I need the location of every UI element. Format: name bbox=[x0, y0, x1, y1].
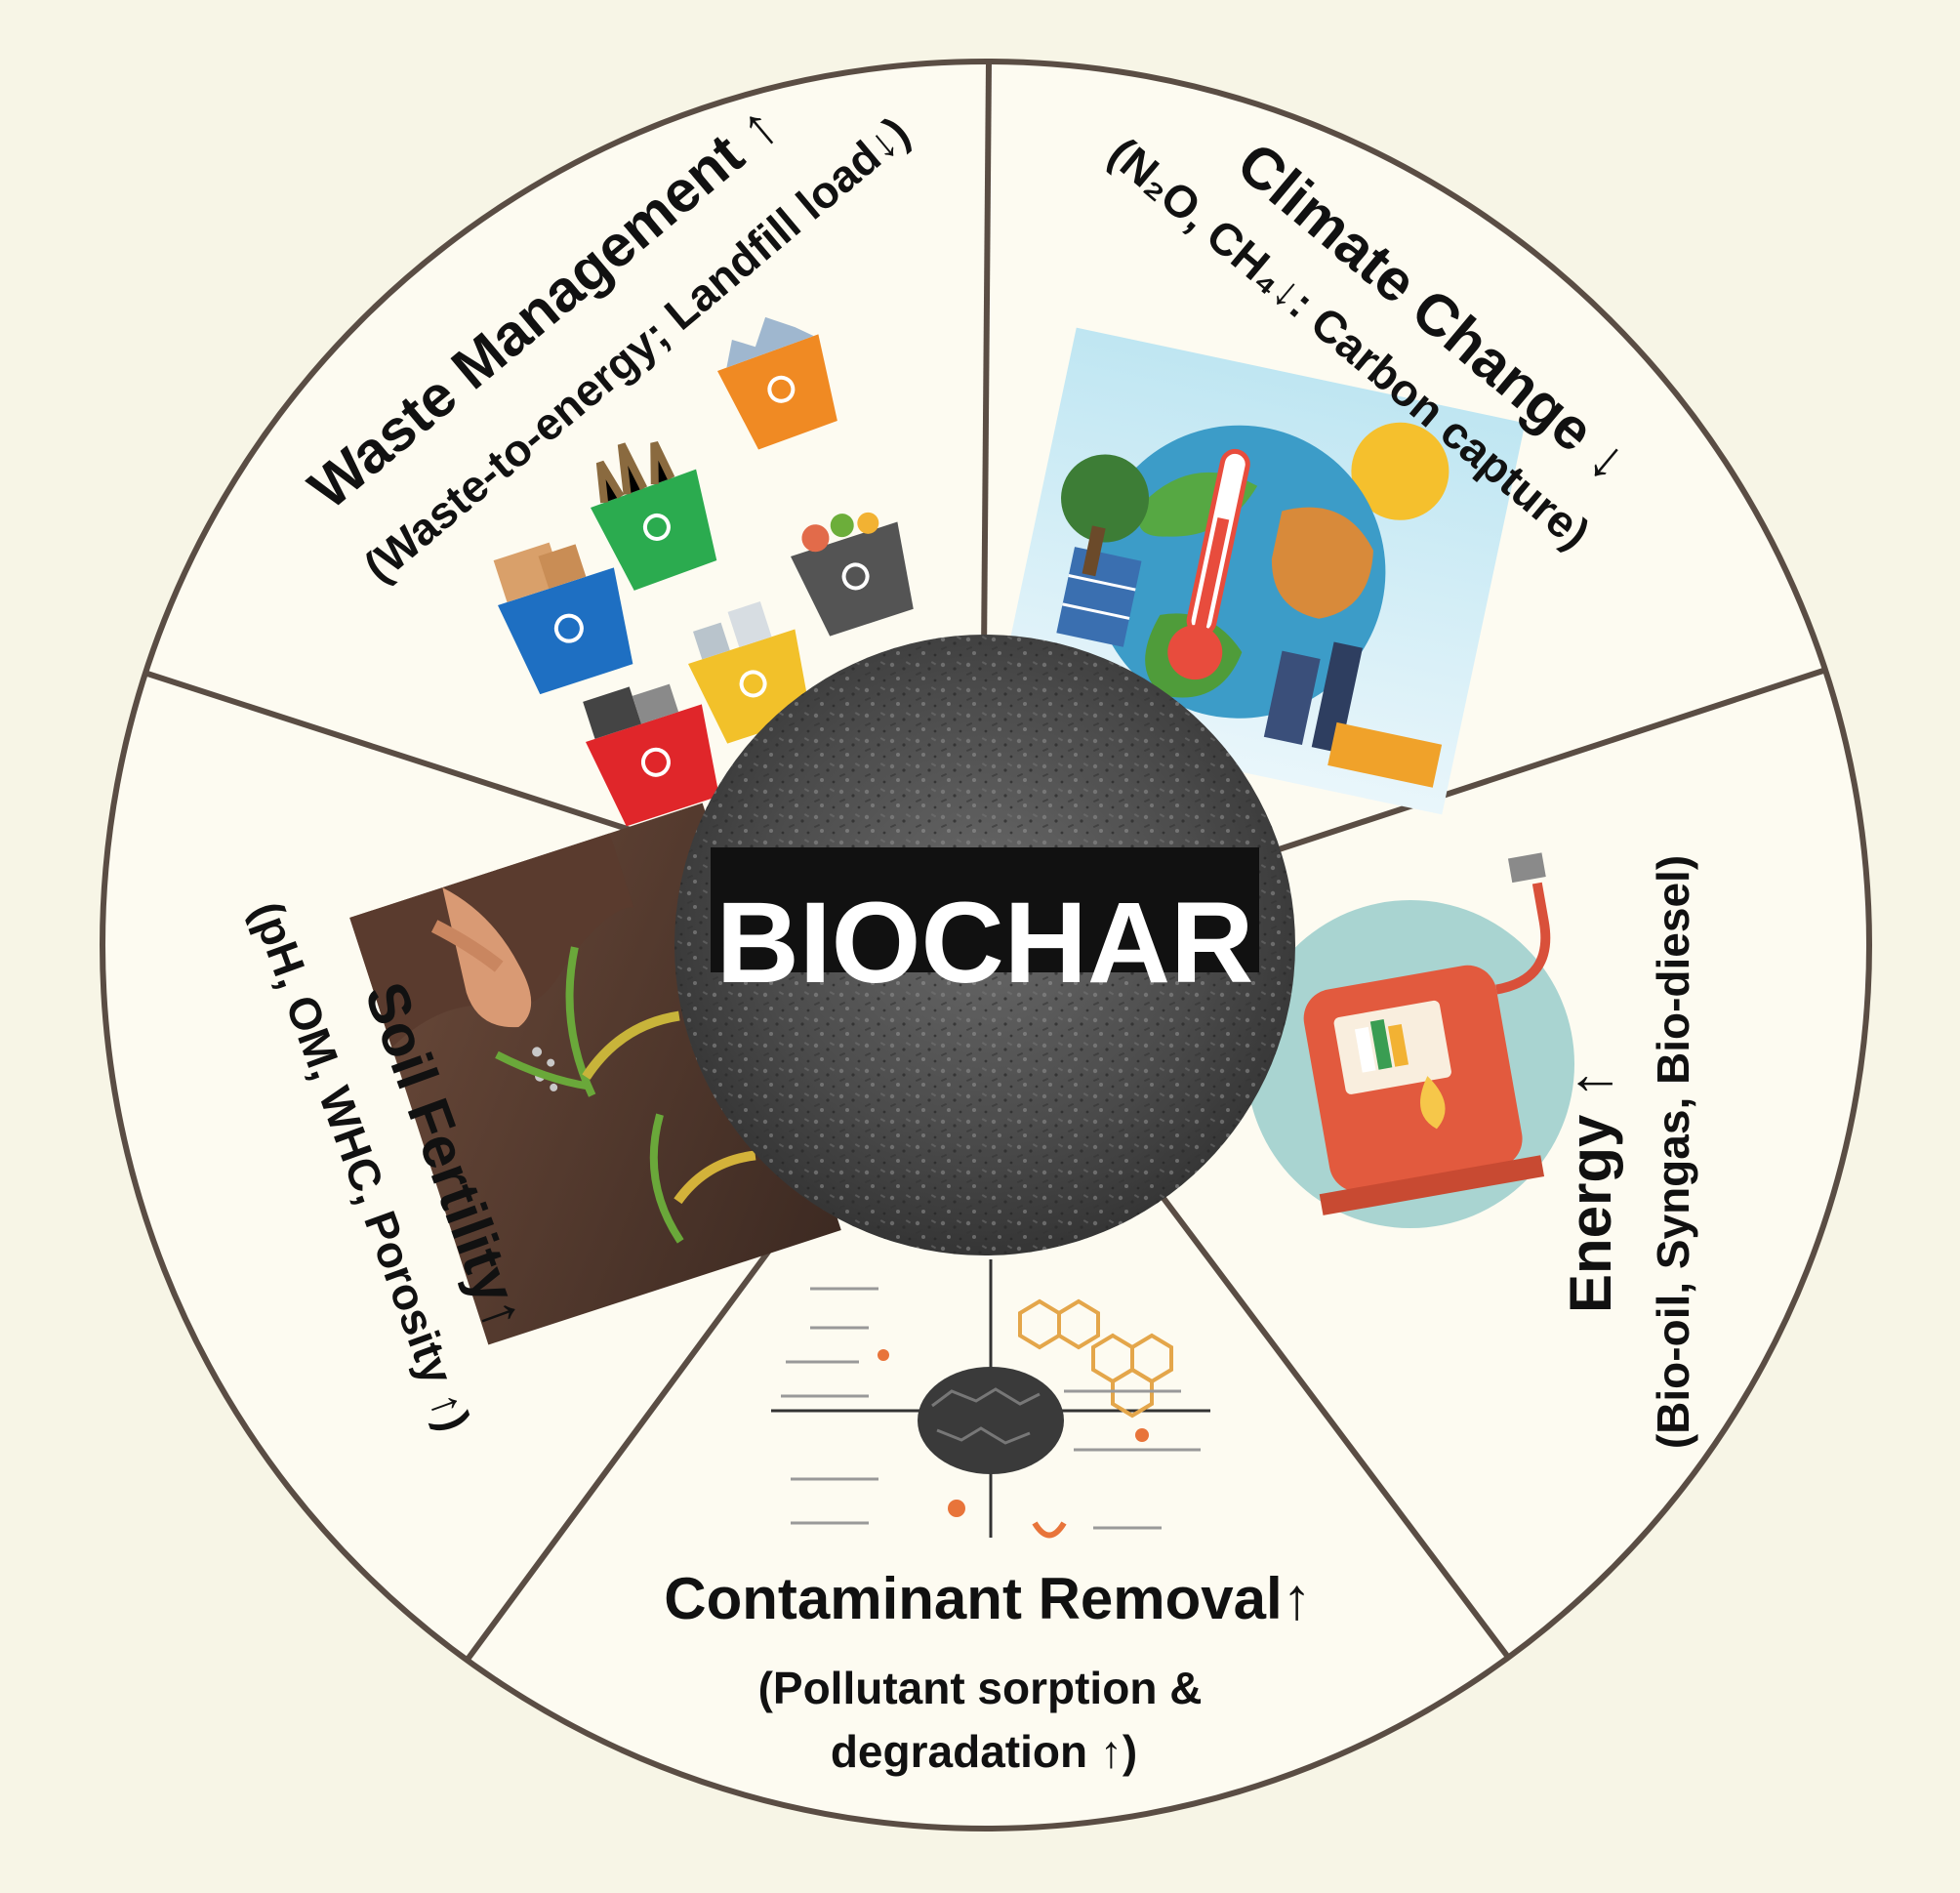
contaminant-removal-text: Contaminant Removal↑ (Pollutant sorption… bbox=[664, 1566, 1311, 1777]
divider-right bbox=[1263, 667, 1827, 857]
segment-dividers bbox=[143, 61, 1827, 1663]
divider-bottom-left bbox=[464, 1178, 824, 1663]
center-label: BIOCHAR bbox=[716, 879, 1254, 1008]
recycling-bins-icon bbox=[493, 316, 914, 827]
biochar-center: BIOCHAR bbox=[674, 635, 1295, 1255]
energy-title: Energy ↑ bbox=[1558, 1069, 1623, 1313]
divider-left bbox=[143, 670, 707, 857]
contaminant-removal-subtitle-line1: (Pollutant sorption & bbox=[758, 1663, 1203, 1713]
contaminant-removal-subtitle-line2: degradation ↑) bbox=[831, 1726, 1137, 1777]
energy-text: Energy ↑ (Bio-oil, Syngas, Bio-diesel) bbox=[1558, 855, 1698, 1449]
contaminant-removal-title: Contaminant Removal↑ bbox=[664, 1566, 1311, 1631]
divider-top bbox=[981, 61, 992, 657]
divider-bottom-right bbox=[1145, 1175, 1510, 1658]
fuel-pump-icon bbox=[1246, 852, 1574, 1228]
sorption-mechanism-icon bbox=[771, 1259, 1210, 1539]
energy-subtitle: (Bio-oil, Syngas, Bio-diesel) bbox=[1648, 855, 1698, 1449]
center-label-background bbox=[711, 847, 1259, 972]
